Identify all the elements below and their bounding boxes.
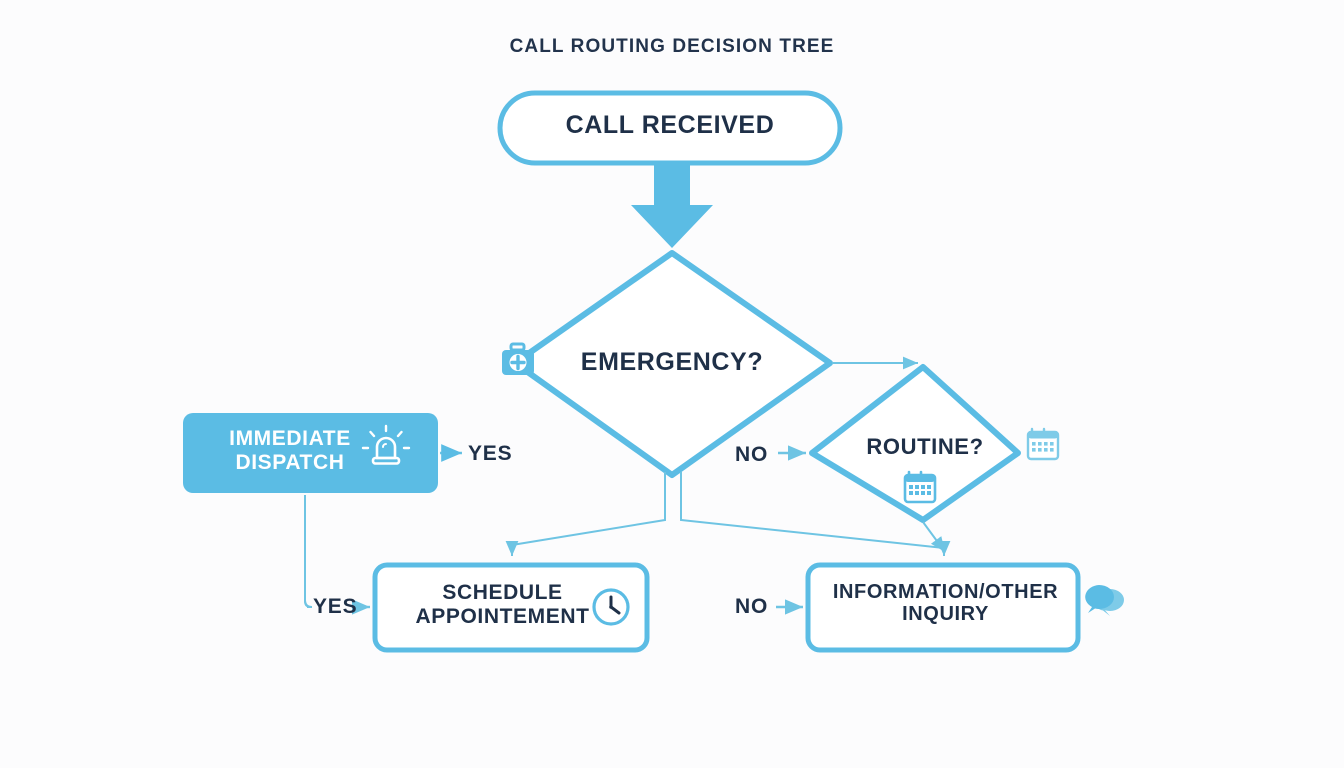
edge-start-to-emergency <box>631 162 713 248</box>
node-immediate-dispatch[interactable] <box>183 413 438 493</box>
calendar-icon <box>1026 427 1060 461</box>
edge-label-routine-no: NO <box>735 595 769 618</box>
node-information-inquiry[interactable] <box>805 562 1081 653</box>
page-title: CALL ROUTING DECISION TREE <box>509 36 835 57</box>
node-schedule-appointment[interactable] <box>372 562 650 653</box>
edge-label-routine-yes: YES <box>313 595 358 618</box>
edge-label-emergency-no: NO <box>735 443 769 466</box>
siren-icon <box>361 424 411 465</box>
calendar-icon <box>903 470 937 504</box>
node-call-received[interactable] <box>497 90 843 166</box>
edge-dispatch-to-schedule <box>304 495 313 608</box>
medical-kit-icon <box>502 342 534 375</box>
chat-bubbles-icon <box>1085 585 1124 616</box>
node-routine[interactable] <box>809 364 1021 523</box>
edge-routine-to-information <box>922 521 946 553</box>
clock-icon <box>592 588 630 626</box>
node-emergency[interactable] <box>512 250 833 478</box>
edge-label-emergency-yes: YES <box>468 442 513 465</box>
